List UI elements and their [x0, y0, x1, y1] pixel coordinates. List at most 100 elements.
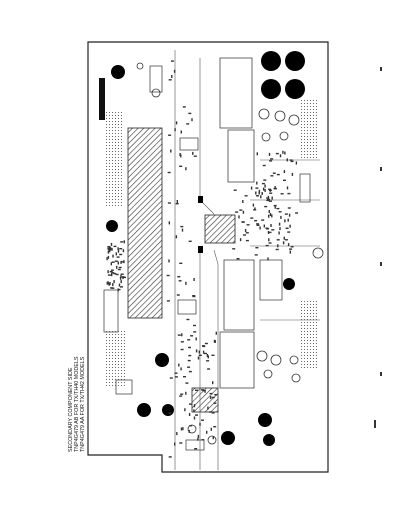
smd-component [123, 240, 125, 244]
smd-component [274, 205, 276, 209]
smd-component [184, 408, 186, 412]
smd-component [286, 186, 289, 190]
smd-component [175, 235, 178, 239]
smd-component [244, 195, 248, 197]
smd-component [258, 189, 261, 193]
smd-component [276, 239, 280, 241]
smd-component [170, 60, 174, 62]
smd-component [256, 152, 258, 156]
smd-component [188, 112, 192, 115]
smd-component [170, 149, 172, 153]
smd-component [180, 154, 182, 158]
smd-component [185, 281, 187, 285]
smd-component [107, 250, 110, 254]
smd-component [117, 288, 121, 291]
transformer-area [219, 331, 255, 389]
smd-component [278, 231, 280, 235]
smd-component [167, 171, 171, 174]
smd-component [246, 224, 250, 226]
smd-component [277, 244, 279, 248]
transformer-area [223, 259, 255, 331]
smd-component [278, 211, 282, 213]
smd-component [174, 128, 176, 132]
smd-component [290, 246, 294, 248]
smd-component [179, 153, 181, 156]
smd-component [109, 282, 111, 285]
smd-component [209, 411, 213, 413]
smd-component [206, 430, 208, 434]
smd-component [276, 207, 280, 210]
smd-component [110, 262, 112, 266]
smd-component [168, 412, 172, 414]
smd-component [250, 217, 254, 219]
smd-component [274, 186, 276, 189]
smd-component [261, 182, 265, 185]
smd-component [282, 150, 284, 154]
smd-component [286, 158, 288, 162]
smd-component [283, 179, 286, 181]
smd-component [185, 391, 187, 395]
smd-component [204, 389, 206, 393]
smd-component [116, 256, 120, 258]
smd-component [171, 75, 173, 78]
smd-component [111, 272, 115, 274]
smd-component [188, 346, 191, 349]
smd-component [206, 360, 210, 362]
smd-component [181, 228, 184, 232]
smd-component [207, 406, 209, 410]
smd-component [239, 238, 242, 242]
smd-component [276, 173, 280, 176]
smd-component [275, 152, 279, 155]
smd-component [267, 195, 270, 199]
smd-component [117, 261, 119, 265]
smd-component [168, 221, 170, 225]
smd-component [169, 377, 173, 379]
smd-component [195, 337, 197, 341]
transformer-area [219, 57, 253, 129]
smd-component [174, 372, 178, 374]
smd-component [201, 419, 204, 421]
smd-component [243, 234, 246, 236]
smd-component [254, 254, 258, 256]
smd-component [197, 356, 200, 360]
ic-blocks [103, 65, 311, 451]
smd-component [193, 278, 195, 281]
smd-component [212, 381, 214, 385]
smd-component [107, 270, 109, 274]
smd-component [204, 352, 207, 355]
smd-component [113, 245, 117, 248]
smd-component [252, 203, 255, 207]
smd-component [197, 437, 199, 441]
smd-component [273, 204, 277, 207]
smd-component [114, 260, 118, 262]
smd-component [189, 403, 192, 405]
smd-component [245, 232, 249, 234]
smd-component [290, 160, 294, 163]
capacitor [261, 51, 281, 71]
smd-component [113, 280, 115, 284]
smd-component [111, 287, 115, 289]
small-components [106, 60, 299, 458]
smd-component [122, 249, 125, 253]
smd-component [269, 192, 273, 194]
smd-component [284, 239, 288, 241]
smd-component [187, 359, 191, 362]
smd-component [187, 366, 191, 368]
smd-component [200, 389, 204, 391]
smd-component [180, 427, 183, 431]
capacitor [106, 220, 118, 232]
smd-component [268, 242, 272, 244]
smd-component [118, 266, 122, 269]
capacitor-bank [261, 51, 305, 99]
smd-component [111, 261, 115, 263]
smd-component [193, 404, 196, 408]
smd-component [109, 249, 111, 253]
smd-component [111, 247, 113, 251]
smd-component [198, 354, 202, 356]
smd-component [195, 349, 198, 353]
smd-component [271, 196, 273, 200]
smd-component [269, 213, 272, 216]
smd-component [266, 228, 270, 230]
smd-component [178, 363, 180, 367]
smd-component [258, 191, 260, 195]
